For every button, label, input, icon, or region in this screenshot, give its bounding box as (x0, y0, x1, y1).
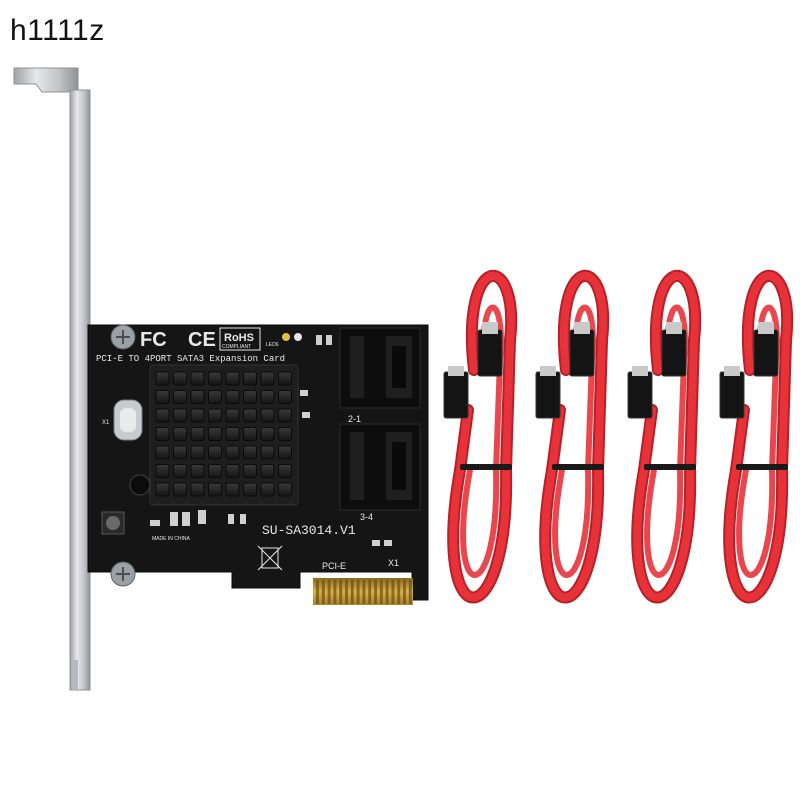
crystal-label: X1 (102, 420, 110, 426)
inductor (101, 511, 125, 535)
sata-connector (719, 366, 745, 419)
pcie-label: PCI-E (322, 561, 346, 571)
port-label-21: 2-1 (348, 414, 361, 424)
sata-connector (535, 366, 561, 419)
sata-cable (719, 269, 794, 604)
watermark-brand: h1111z (10, 14, 105, 47)
port-label-34: 3-4 (360, 512, 373, 522)
card-model: SU-SA3014.V1 (262, 523, 356, 538)
sata-connector (443, 366, 469, 419)
sata-cable (535, 269, 610, 604)
sata-connector (661, 322, 687, 377)
ce-mark: CE (188, 329, 216, 351)
sata-connector (569, 322, 595, 377)
card-title-silk: PCI-E TO 4PORT SATA3 Expansion Card (96, 354, 285, 364)
screw-top (110, 324, 136, 350)
sata-port-lower (339, 423, 421, 511)
rohs-compliant: COMPLIANT (222, 344, 251, 350)
weee-symbol (257, 545, 283, 571)
pcb-board: FC CE RoHS COMPLIANT LED6 PCI-E TO 4PORT… (87, 324, 429, 605)
capacitor (129, 474, 151, 496)
made-in-label: MADE IN CHINA (152, 536, 190, 542)
crystal-oscillator (113, 399, 143, 441)
rohs-mark: RoHS (224, 332, 254, 344)
smd-components (150, 335, 392, 546)
heatsink (149, 364, 299, 506)
fcc-mark: FC (140, 329, 167, 351)
sata-cable (627, 269, 702, 604)
sata-cables (443, 269, 794, 604)
jp2-label: JP2 (316, 574, 327, 580)
sata-connector (477, 322, 503, 377)
sata-cable (443, 269, 518, 604)
pcie-edge-connector (313, 578, 413, 605)
sata-connector (627, 366, 653, 419)
led-label: LED6 (266, 342, 279, 348)
pci-bracket (13, 67, 91, 691)
screw-bottom (110, 561, 136, 587)
sata-connector (753, 322, 779, 377)
x1-label: X1 (388, 558, 399, 568)
sata-port-upper (339, 327, 421, 409)
